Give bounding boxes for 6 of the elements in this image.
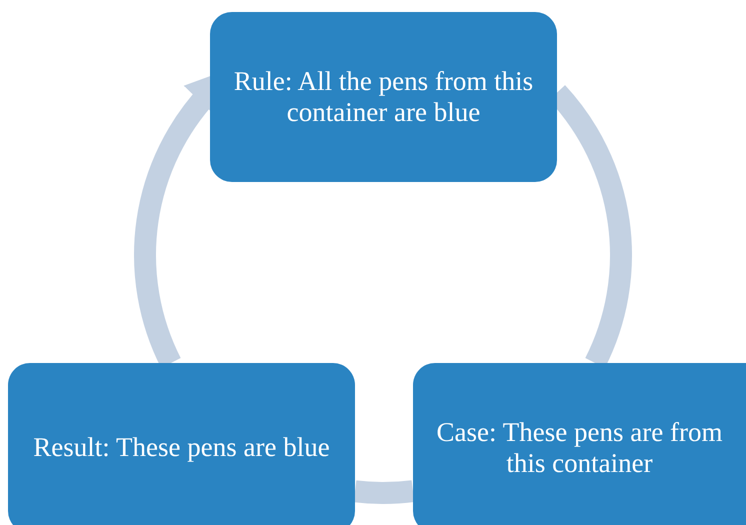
box-label: Result: These pens are blue — [33, 432, 330, 464]
box-label: Case: These pens are from this container — [436, 416, 724, 480]
process-box — [210, 12, 557, 182]
box-label: Rule: All the pens from this container are blue — [232, 66, 534, 128]
process-box — [413, 363, 746, 525]
process-box — [8, 363, 355, 525]
